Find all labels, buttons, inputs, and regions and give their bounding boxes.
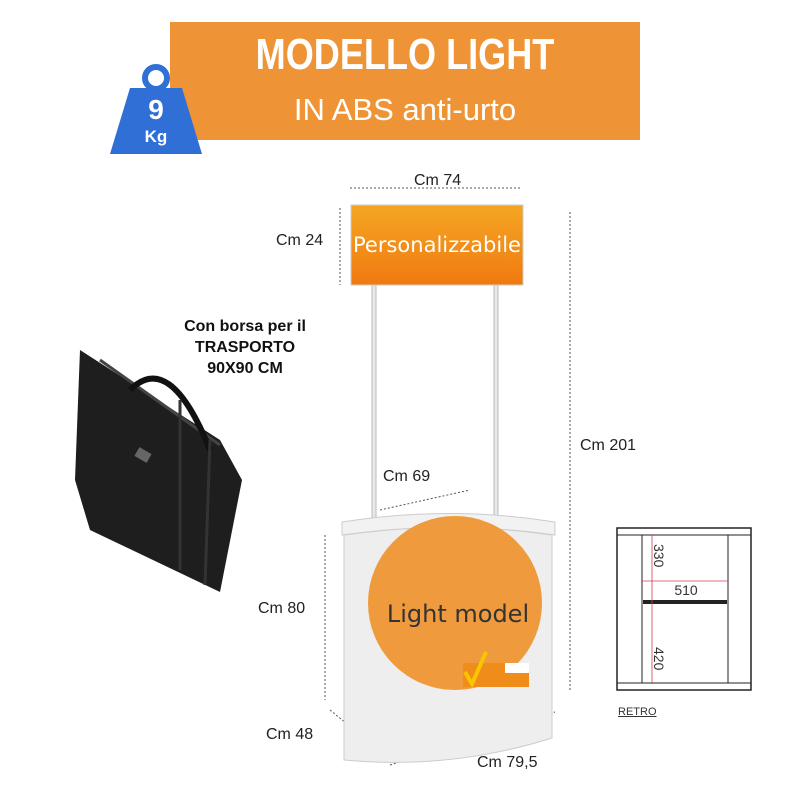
title-banner [170,22,640,140]
weight-unit: Kg [145,127,168,146]
bag-caption-line: TRASPORTO [194,339,296,356]
retro-label: RETRO [618,706,657,718]
bag-caption-line: 90X90 CM [207,360,283,377]
weight-value: 9 [148,94,164,125]
carry-bag-image [75,350,242,592]
dim-base-width: Cm 79,5 [477,754,538,771]
retro-lower: 420 [651,647,667,671]
bag-caption-line: Con borsa per il [184,318,306,335]
dim-sign-width: Cm 74 [414,172,462,189]
bag-caption: Con borsa per il TRASPORTO 90X90 CM [140,316,350,379]
dim-counter-height: Cm 80 [258,600,306,617]
dim-top-width: Cm 69 [383,468,431,485]
retro-width: 510 [674,582,698,598]
banner-title: MODELLO LIGHT [255,30,555,79]
dim-total-height: Cm 201 [580,437,637,454]
banner-subtitle: IN ABS anti-urto [293,92,517,127]
dim-depth: Cm 48 [266,726,314,743]
vendo-logo [463,651,529,689]
retro-diagram: 330 510 420 [616,527,752,691]
counter-text: Light model [387,600,529,628]
retro-upper: 330 [651,544,667,568]
weight-icon: 9 Kg [110,64,202,154]
dim-sign-height: Cm 24 [276,232,324,249]
sign-text: Personalizzabile [353,233,521,257]
sign-panel [350,204,524,286]
